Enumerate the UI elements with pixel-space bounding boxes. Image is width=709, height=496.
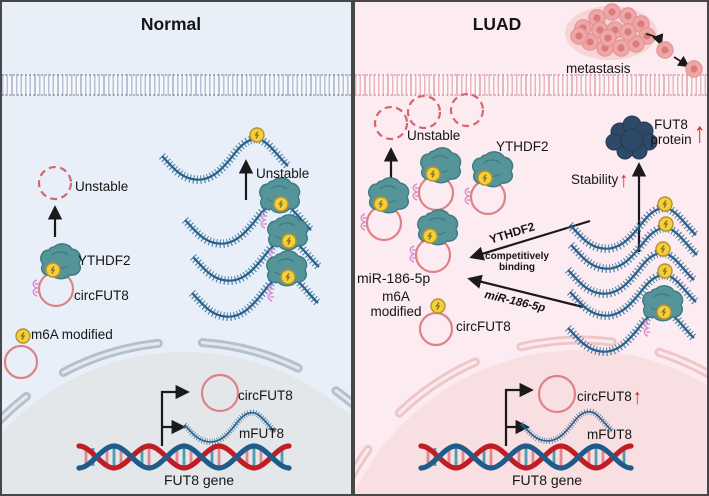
competitive-binding-arrows: [467, 219, 591, 309]
circfut8-up-arrow-icon: ↑: [632, 384, 642, 409]
tumor-cluster: [565, 3, 657, 60]
label-stability: Stability↑: [571, 167, 629, 192]
panel-title-normal: Normal: [140, 14, 202, 34]
mrna-waves-normal: [162, 127, 319, 317]
label-fut8-gene-luad: FUT8 gene: [512, 472, 583, 488]
label-circfut8-nucleus-luad: circFUT8↑: [577, 384, 642, 409]
label-circfut8-normal: circFUT8: [74, 288, 129, 303]
fut8-protein-line1: FUT8: [654, 117, 688, 132]
panel-divider: [351, 0, 355, 496]
m6a-line1: m6A: [382, 289, 410, 304]
label-ythdf2-luad: YTHDF2: [496, 139, 549, 154]
transcription-normal: [79, 373, 289, 468]
label-m6a-modified-normal: m6A modified: [31, 327, 113, 342]
m6a-modified-legend: [3, 328, 39, 380]
cell-membrane-luad: [355, 74, 707, 96]
m6a-line2: modified: [370, 304, 422, 320]
m6a-circfut8-luad: [418, 298, 454, 347]
mrna-waves-luad: [568, 196, 697, 352]
label-circfut8-luad: circFUT8: [456, 319, 511, 334]
label-circfut8-nucleus-normal: circFUT8: [238, 388, 293, 403]
label-fut8-gene-normal: FUT8 gene: [164, 472, 235, 488]
unstable-circrnas-luad: [373, 92, 485, 179]
label-m6a-modified-luad: m6A modified: [360, 289, 432, 319]
label-metastasis: metastasis: [566, 61, 631, 76]
metastasis-cells: [645, 33, 703, 78]
normal-panel-graphics: [2, 127, 351, 494]
label-mfut8-luad: mFUT8: [587, 427, 632, 442]
fut8-protein-up-arrow-icon: ↑: [694, 115, 706, 149]
label-unstable-mrna-normal: Unstable: [256, 166, 310, 181]
label-unstable-circ-normal: Unstable: [75, 179, 129, 194]
luad-panel-graphics: [355, 3, 707, 494]
panel-title-luad: LUAD: [472, 14, 522, 34]
label-fut8-protein: FUT8 protein: [647, 117, 695, 147]
transcription-luad: [421, 374, 631, 468]
label-ythdf2-normal: YTHDF2: [78, 253, 131, 268]
unstable-circrna-icon: [37, 165, 73, 201]
cell-membrane-normal: [2, 74, 351, 96]
fut8-protein-line2: protein: [650, 132, 692, 148]
label-mfut8-normal: mFUT8: [239, 426, 284, 441]
label-unstable-luad: Unstable: [407, 128, 461, 143]
fut8-protein-blob: [605, 115, 658, 252]
label-mir186: miR-186-5p: [357, 270, 431, 286]
stability-up-arrow-icon: ↑: [619, 167, 629, 192]
label-competitively-binding: competitively binding: [485, 251, 549, 273]
